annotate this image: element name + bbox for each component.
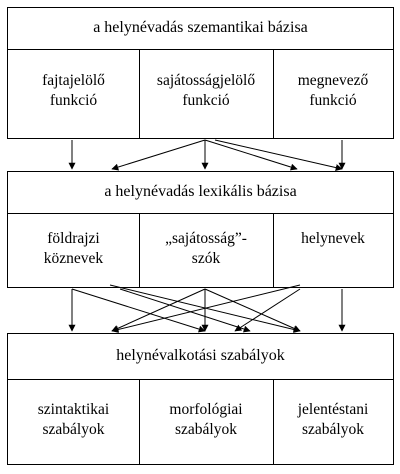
arrow-sajatossagszok-left (111, 288, 206, 332)
cell-sajatossag-szok: „sajátosság”- szók (165, 230, 247, 267)
cell-foldrajzi-koznevek: földrajzi köznevek (43, 230, 104, 267)
semantic-basis-box: a helynévadás szemantikai bázisa fajtaje… (7, 7, 394, 139)
lexical-basis-box: a helynévadás lexikális bázisa földrajzi… (7, 171, 394, 288)
rules-title: helynévalkotási szabályok (116, 347, 285, 364)
cell-morfologiai: morfológiai szabályok (169, 401, 243, 438)
cell-sajatossagjelolo: sajátosságjelölő funkció (156, 72, 256, 109)
arrow-helynevek-mid (234, 288, 301, 332)
cell-szintaktikai: szintaktikai szabályok (37, 401, 110, 438)
arrow-fajtajelolo-right (214, 139, 343, 172)
cell-fajtajelolo: fajtajelölő funkció (42, 72, 105, 109)
semantic-divider (8, 49, 393, 50)
lexical-divider (8, 213, 393, 214)
semantic-col-divider-2 (273, 49, 274, 138)
rules-col-divider-1 (139, 379, 140, 464)
arrow-foldrajzi-mid2 (119, 288, 251, 333)
semantic-basis-title: a helynévadás szemantikai bázisa (93, 19, 308, 36)
arrow-helynevek-left (111, 284, 301, 333)
cell-helynevek: helynevek (301, 230, 365, 247)
arrow-sajatossagszok-right (204, 288, 301, 332)
cell-megnevezo: megnevező funkció (297, 72, 369, 109)
lexical-basis-title: a helynévadás lexikális bázisa (104, 183, 297, 200)
cell-jelentestani: jelentéstani szabályok (297, 401, 369, 438)
lexical-col-divider-2 (273, 213, 274, 287)
lexical-col-divider-1 (139, 213, 140, 287)
rules-box: helynévalkotási szabályok szintaktikai s… (7, 333, 394, 465)
arrow-sajatossag-left (111, 139, 206, 171)
rules-divider (8, 379, 393, 380)
arrow-foldrajzi-mid (71, 288, 206, 333)
semantic-col-divider-1 (139, 49, 140, 138)
rules-col-divider-2 (273, 379, 274, 464)
arrow-sajatossag-right (204, 139, 298, 171)
